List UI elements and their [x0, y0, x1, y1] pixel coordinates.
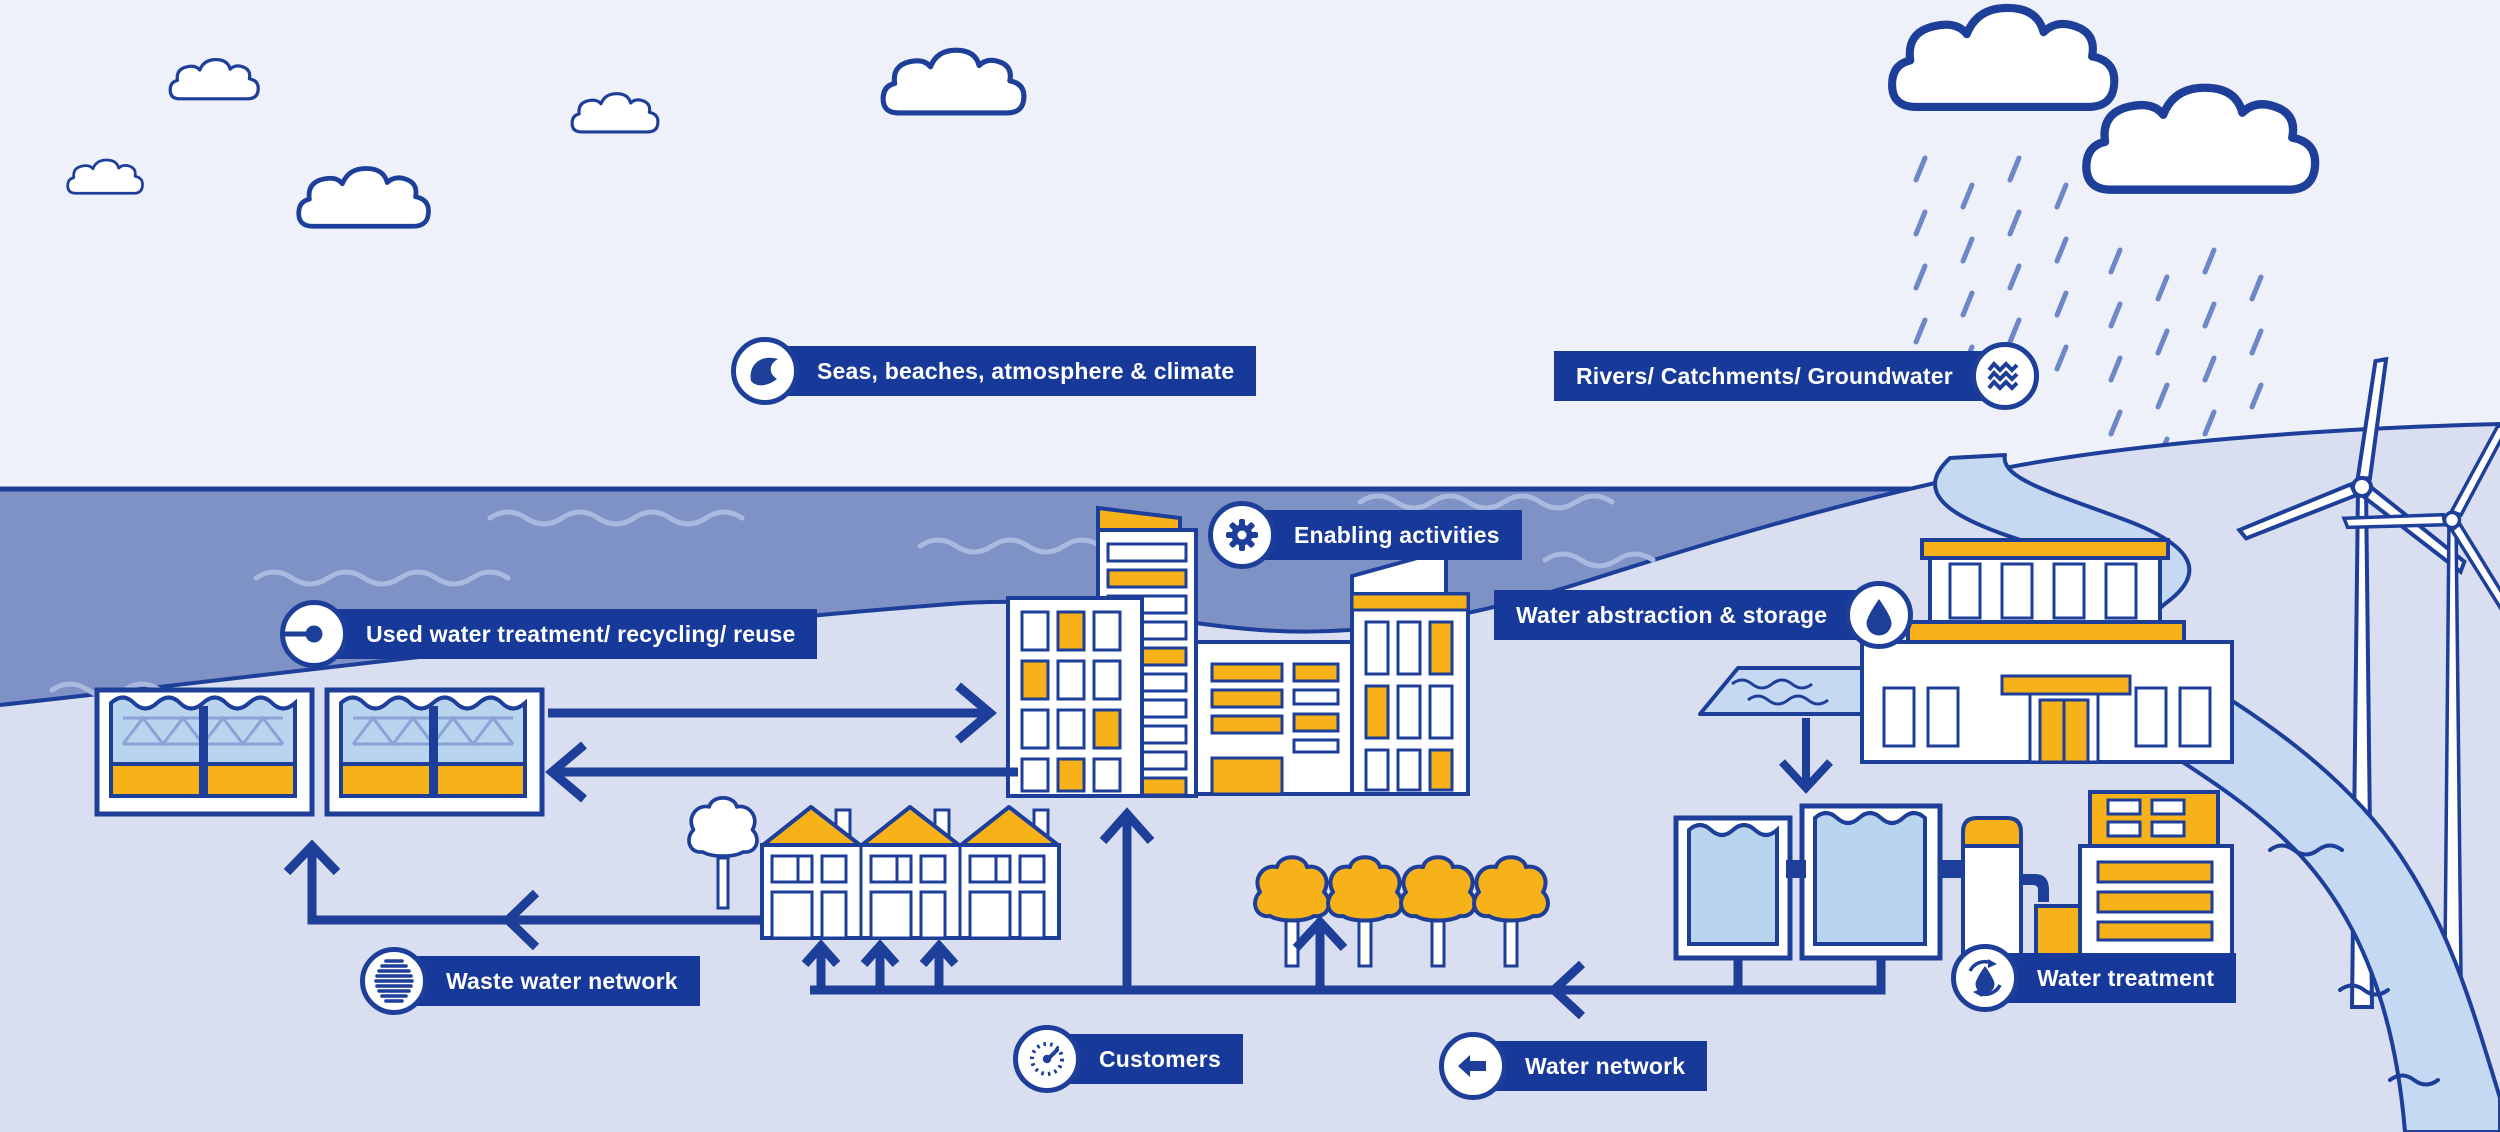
waste-water-pipe	[283, 839, 762, 951]
pipes-and-arrows	[283, 682, 1886, 1020]
arrow-city-to-tanks	[545, 741, 1018, 803]
wind-turbine	[2236, 356, 2467, 1009]
houses	[760, 805, 1061, 940]
groundwater-zigzag-icon	[1970, 342, 2039, 410]
badge-waste-water-network: Waste water network	[360, 946, 700, 1016]
badge-label: Customers	[1099, 1045, 1221, 1072]
drain-grate-icon	[360, 947, 428, 1015]
badge-label: Water network	[1525, 1052, 1686, 1079]
tap-icon	[2021, 874, 2049, 902]
arrow-tanks-to-city	[548, 682, 997, 744]
badge-label: Used water treatment/ recycling/ reuse	[366, 620, 796, 647]
badge-label: Rivers/ Catchments/ Groundwater	[1576, 362, 1953, 389]
wind-turbine	[2341, 424, 2500, 1067]
droplet-recycle-icon	[1951, 944, 2019, 1012]
badge-customers: Customers	[1013, 1024, 1243, 1094]
arrowhead-water-network	[1547, 960, 1586, 1020]
badge-water-abstraction-storage: Water abstraction & storage	[1494, 580, 1914, 650]
left-arrow-icon	[1439, 1032, 1507, 1100]
gear-icon	[1208, 501, 1276, 569]
badge-rivers-catchments-groundwater: Rivers/ Catchments/ Groundwater	[1554, 341, 2039, 411]
badge-label: Water treatment	[2037, 964, 2215, 991]
arrow-to-house	[801, 939, 841, 990]
badge-water-treatment: Water treatment	[1951, 943, 2237, 1013]
city-buildings	[1006, 505, 1470, 798]
badge-label: Water abstraction & storage	[1516, 601, 1828, 628]
water-meter-icon	[1013, 1025, 1081, 1093]
arrow-to-trees	[1292, 915, 1348, 990]
pipe-outfall-icon	[280, 600, 348, 668]
arrow-reservoir-to-tanks	[1779, 718, 1833, 794]
droplet-icon	[1845, 581, 1914, 649]
water-treatment-works	[1673, 790, 2234, 961]
arrow-to-house	[860, 939, 900, 990]
arrow-to-city	[1099, 807, 1155, 990]
badge-seas-beaches-atmosphere-climate: Seas, beaches, atmosphere & climate	[731, 336, 1257, 406]
badge-label: Enabling activities	[1294, 521, 1500, 548]
used-water-treatment-tanks	[94, 687, 545, 817]
badge-used-water-treatment: Used water treatment/ recycling/ reuse	[280, 599, 818, 669]
badge-label: Seas, beaches, atmosphere & climate	[817, 357, 1235, 384]
badge-label: Waste water network	[446, 967, 678, 994]
arrow-to-house	[919, 939, 959, 990]
water-supply-pipe	[810, 958, 1886, 995]
wave-icon	[731, 337, 799, 405]
badge-enabling-activities: Enabling activities	[1208, 500, 1522, 570]
water-abstraction-facility	[1860, 538, 2234, 764]
badge-water-network: Water network	[1439, 1031, 1708, 1101]
